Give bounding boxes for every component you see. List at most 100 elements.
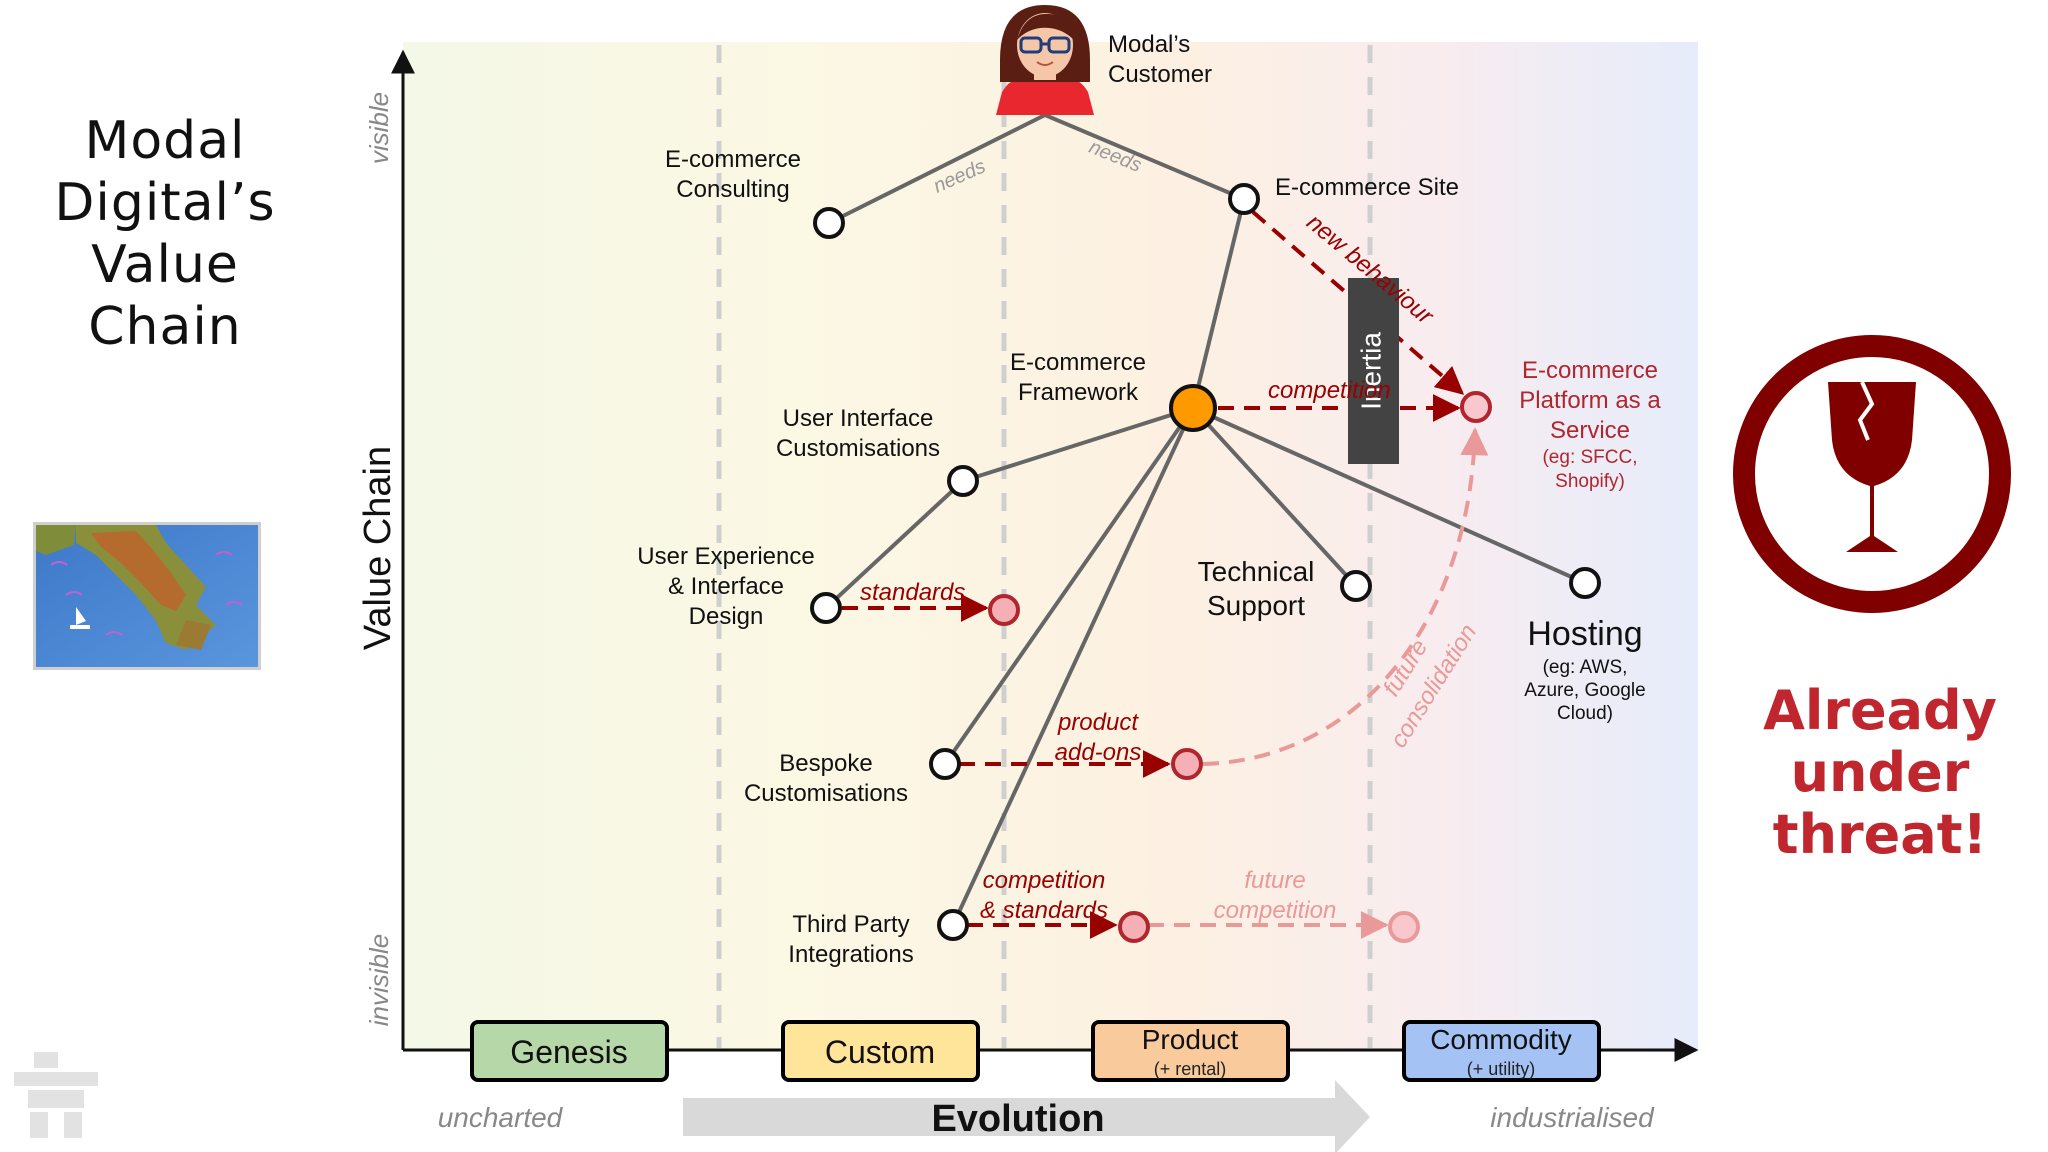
label-hosting-sub-1: (eg: AWS, [1543, 657, 1628, 678]
label-support-2: Support [1207, 590, 1305, 621]
label-consulting-2: Consulting [676, 176, 789, 203]
stage-custom: Custom [781, 1020, 980, 1082]
edge-framework-thirdparty [951, 407, 1195, 926]
node-third-party [937, 909, 969, 941]
product-addons-line1: product [1057, 709, 1139, 736]
label-thirdparty-2: Integrations [788, 941, 913, 968]
threat-message-line-1: Already [1763, 679, 1997, 742]
label-ui-1: User Interface [783, 405, 934, 432]
stage-sublabel: (+ rental) [1154, 1059, 1227, 1079]
y-bottom-label: invisible [364, 934, 394, 1027]
label-hosting-sub-2: Azure, Google [1524, 680, 1645, 701]
stage-box [470, 1020, 669, 1082]
x-right-label: industrialised [1490, 1102, 1655, 1133]
edge-customer-consulting [828, 113, 1046, 225]
label-hosting-sub-3: Cloud) [1557, 703, 1613, 724]
competition-standards-line1: competition [983, 867, 1106, 894]
label-paas-2: Platform as a [1519, 387, 1661, 414]
label-ui-2: Customisations [776, 435, 940, 462]
dependency-edges [824, 113, 1586, 926]
node-bespoke [929, 748, 961, 780]
label-bespoke-2: Customisations [744, 780, 908, 807]
stage-box [1091, 1020, 1290, 1082]
inertia-bar [1348, 278, 1399, 464]
label-ux-2: & Interface [668, 573, 784, 600]
node-labels: E-commerce Consulting E-commerce Site E-… [637, 146, 1645, 968]
paas-labels: E-commerce Platform as a Service (eg: SF… [1519, 357, 1661, 492]
node-hosting [1569, 567, 1601, 599]
diagram-title-line-2: Digital’s [54, 173, 276, 233]
label-framework-2: Framework [1018, 379, 1139, 406]
node-site [1228, 183, 1260, 215]
label-consulting-1: E-commerce [665, 146, 801, 173]
node-thirdparty-future2 [1388, 911, 1420, 943]
threat-message-line-2: under [1790, 741, 1970, 804]
customer-label-2: Customer [1108, 61, 1212, 88]
label-bespoke-1: Bespoke [779, 750, 872, 777]
standards-label: standards [860, 579, 965, 606]
stage-commodity: Commodity (+ utility) [1402, 1020, 1601, 1082]
stage-product: Product (+ rental) [1091, 1020, 1290, 1082]
label-paas-3: Service [1550, 417, 1630, 444]
arrow-future-consolidation [1202, 427, 1489, 766]
future-competition-line1: future [1244, 867, 1305, 894]
label-ux-1: User Experience [637, 543, 814, 570]
label-paas-sub-1: (eg: SFCC, [1542, 447, 1637, 468]
x-axis-label: Evolution [931, 1098, 1104, 1140]
competition-label: competition [1268, 377, 1391, 404]
label-thirdparty-1: Third Party [792, 911, 909, 938]
stage-dividers [716, 45, 1373, 1048]
stage-box [1402, 1020, 1601, 1082]
y-top-label: visible [364, 92, 394, 164]
stage-box [781, 1020, 980, 1082]
stage-label: Genesis [510, 1034, 627, 1070]
stage-sublabel: (+ utility) [1467, 1059, 1536, 1079]
broken-wine-glass-icon [1733, 335, 2011, 613]
threat-message-line-3: threat! [1772, 803, 1988, 866]
diagram-title-line-3: Value [91, 235, 239, 295]
y-axis-label: Value Chain [357, 446, 399, 650]
label-hosting: Hosting [1527, 615, 1642, 653]
future-competition-line2: competition [1214, 897, 1337, 924]
competition-standards-line2: & standards [980, 897, 1108, 924]
node-thirdparty-future [1118, 911, 1150, 943]
edge-framework-support [1191, 406, 1358, 588]
edge-framework-hosting [1192, 406, 1586, 585]
map-background [403, 42, 1698, 1052]
stage-label: Custom [825, 1034, 935, 1070]
future-nodes [988, 391, 1492, 943]
node-tech-support [1340, 570, 1372, 602]
inukshuk-logo-icon [14, 1052, 98, 1138]
label-paas-sub-2: Shopify) [1555, 471, 1625, 492]
customer-label-1: Modal’s [1108, 31, 1190, 58]
evolution-arrow [683, 1080, 1370, 1152]
label-ux-3: Design [689, 603, 764, 630]
edge-framework-ui [962, 406, 1194, 483]
edge-site-framework [1191, 198, 1246, 409]
woman-avatar-icon [996, 5, 1094, 115]
node-ux-future [988, 594, 1020, 626]
edge-ui-ux [824, 479, 965, 610]
node-bespoke-future [1171, 748, 1203, 780]
stage-label: Commodity [1430, 1024, 1572, 1055]
label-paas-1: E-commerce [1522, 357, 1658, 384]
label-support-1: Technical [1198, 556, 1315, 587]
node-framework [1169, 384, 1217, 432]
x-left-label: uncharted [438, 1102, 564, 1133]
product-addons-line2: add-ons [1055, 739, 1142, 766]
edge-customer-site [1044, 113, 1245, 201]
inertia-label: Inertia [1355, 332, 1386, 410]
component-nodes [810, 183, 1601, 941]
node-consulting [813, 207, 845, 239]
node-ux-design [810, 592, 842, 624]
label-framework-1: E-commerce [1010, 349, 1146, 376]
map-thumbnail-icon [33, 522, 261, 670]
diagram-title-line-1: Modal [84, 111, 246, 171]
stage-genesis: Genesis [470, 1020, 669, 1082]
stage-label: Product [1142, 1024, 1239, 1055]
edge-framework-bespoke [943, 406, 1195, 766]
label-site: E-commerce Site [1275, 174, 1459, 201]
